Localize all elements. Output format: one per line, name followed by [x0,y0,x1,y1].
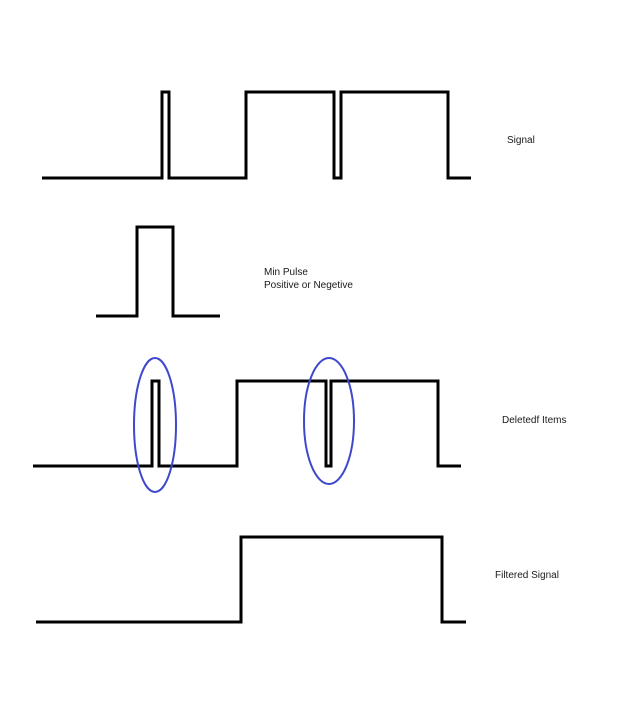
filtered-signal-waveform [36,535,466,624]
signal-label: Signal [507,135,535,146]
glitch-highlight-ellipse-1 [133,357,177,493]
deleted-items-label: Deletedf Items [502,415,567,426]
min-pulse-waveform [96,225,220,318]
deleted-items-waveform [33,379,461,468]
min-pulse-sublabel: Positive or Negetive [264,280,353,291]
signal-waveform [42,90,471,180]
min-pulse-label: Min Pulse [264,267,308,278]
filtered-signal-label: Filtered Signal [495,570,559,581]
glitch-highlight-ellipse-2 [303,357,355,485]
